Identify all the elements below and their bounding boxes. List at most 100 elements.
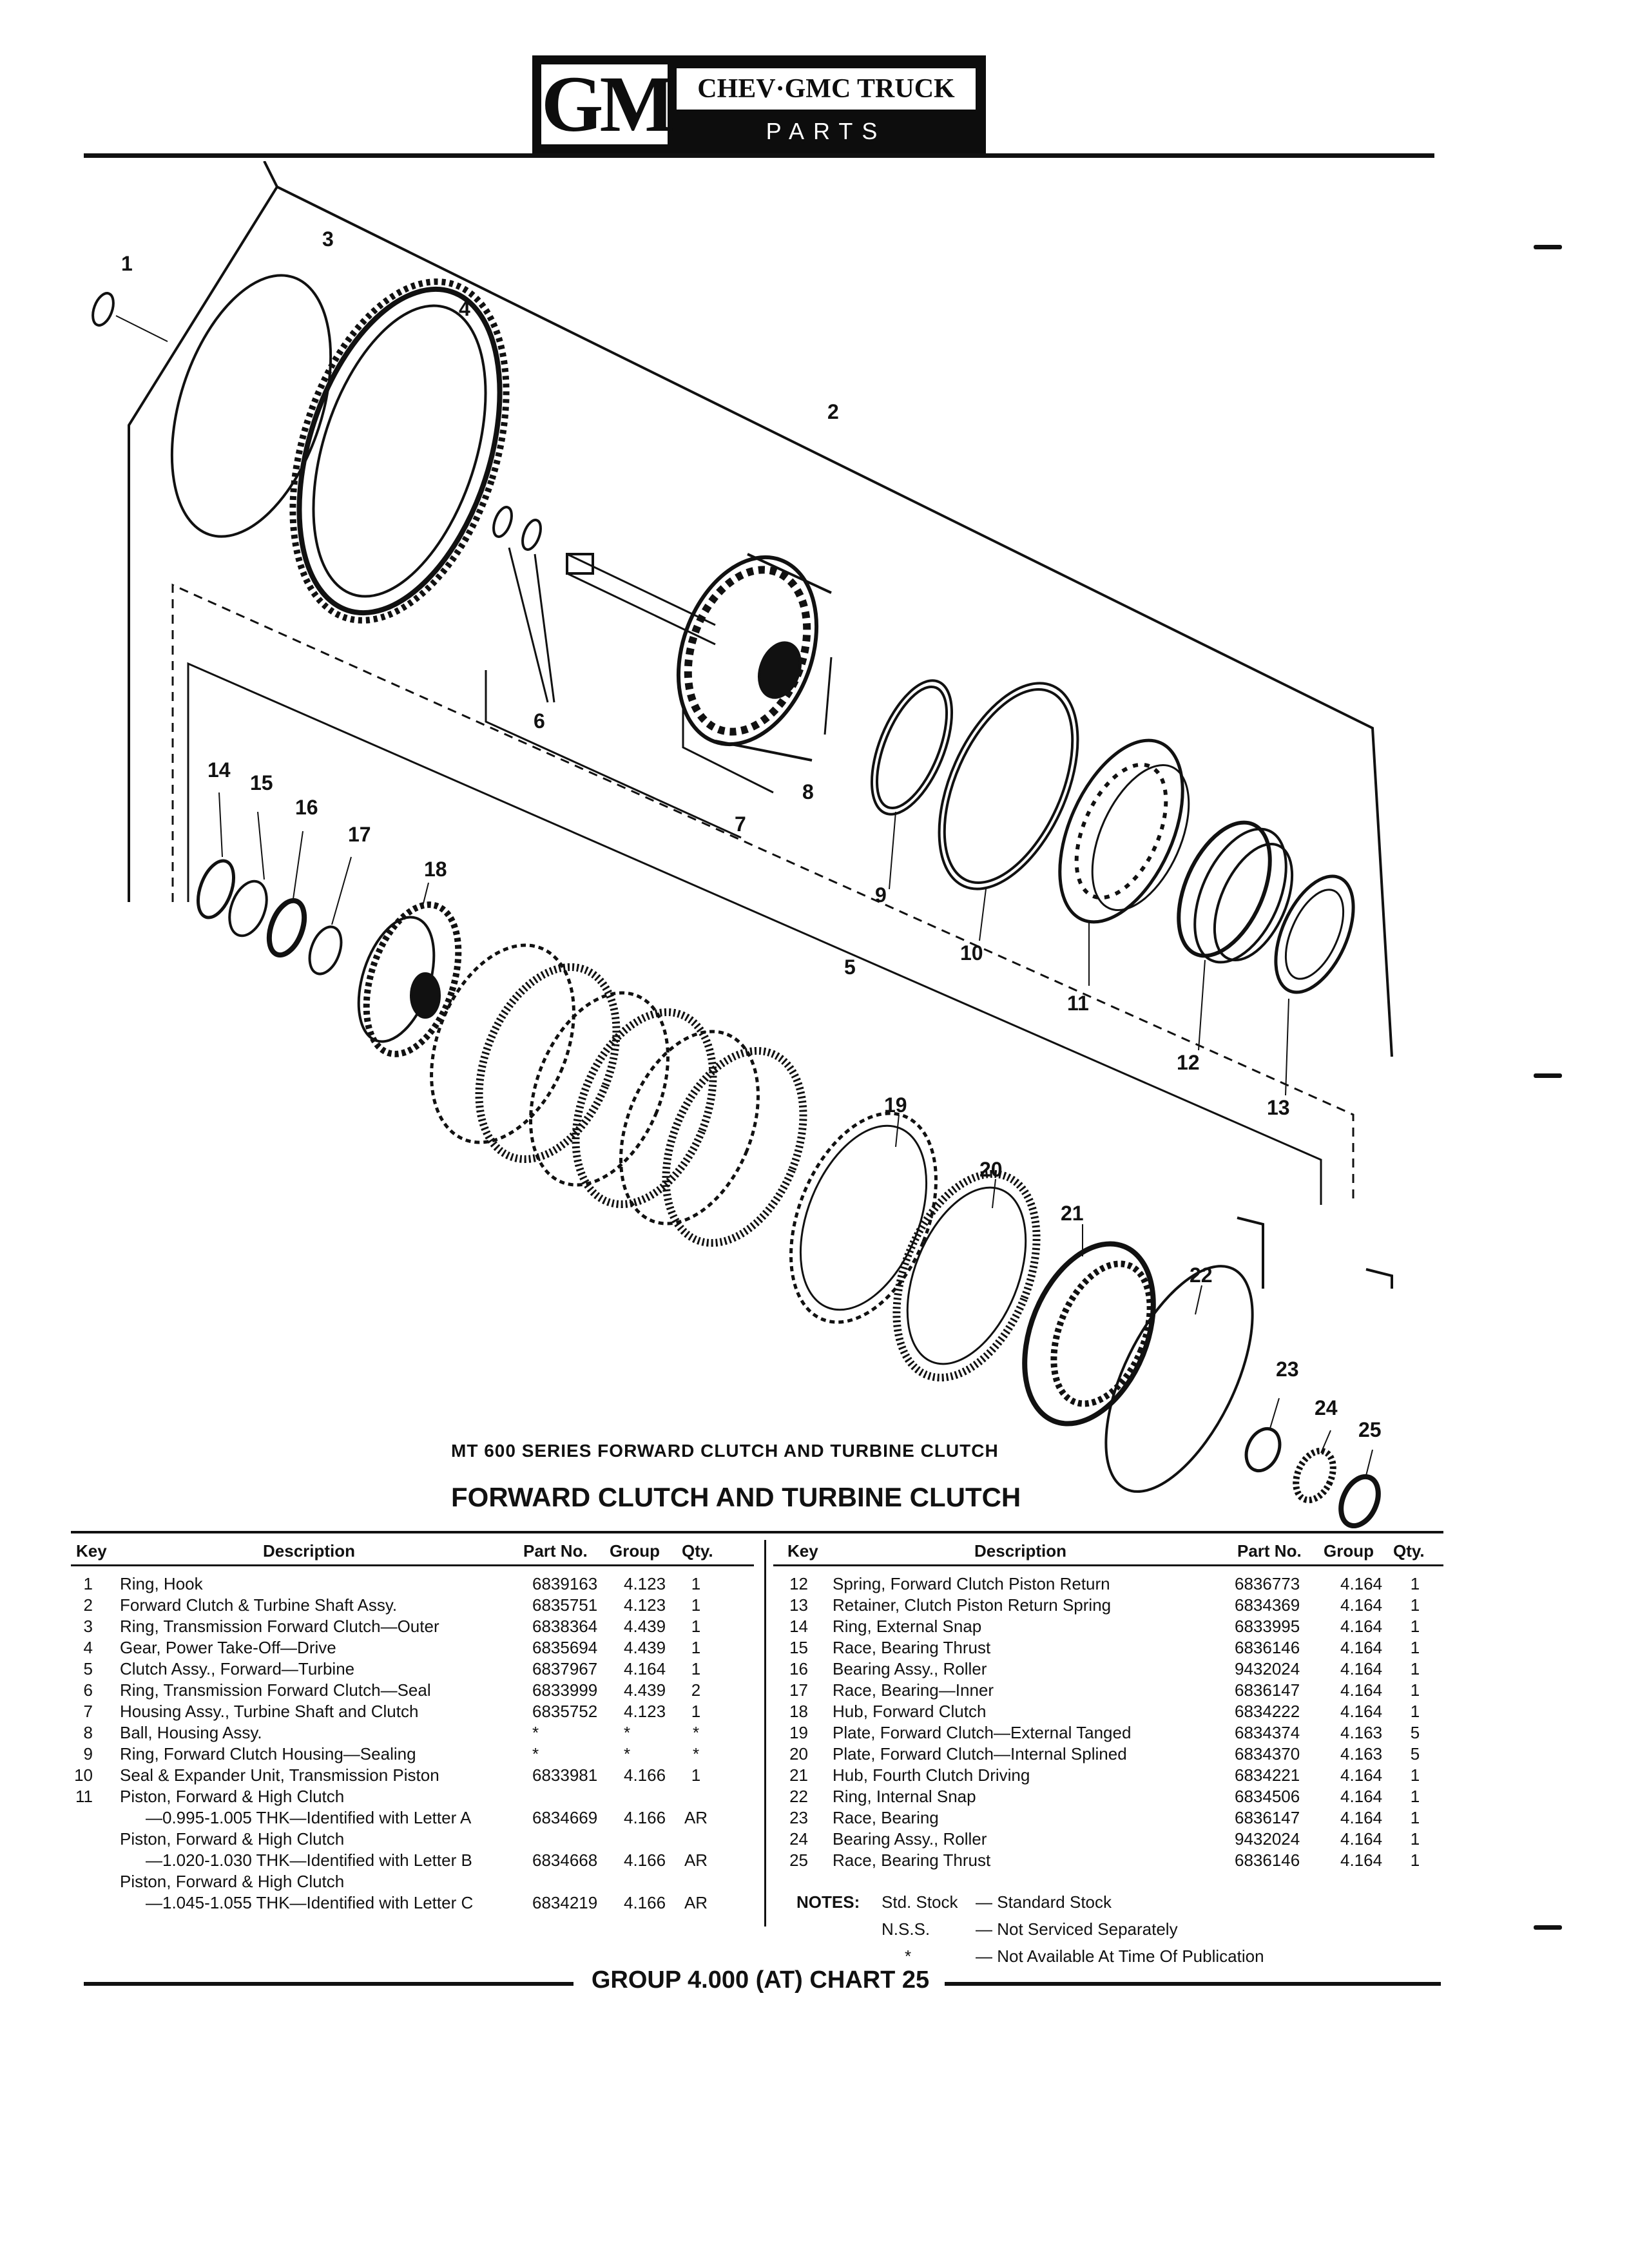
row-group: 4.164 [624,1659,666,1678]
row-description: Ring, Internal Snap [833,1787,976,1806]
row-description: Retainer, Clutch Piston Return Spring [833,1595,1112,1615]
table-row: 15 Race, Bearing Thrust 6836146 4.164 1 [780,1637,1450,1658]
row-qty: 5 [1410,1723,1420,1742]
header-rule [84,153,1434,158]
row-qty: 1 [1410,1638,1420,1657]
frame-line [128,185,1393,1057]
row-group: 4.164 [1340,1850,1383,1870]
row-qty: 1 [691,1638,701,1657]
header-qty: Qty. [1393,1541,1425,1561]
row-group: 4.164 [1340,1808,1383,1827]
row-group: 4.164 [1340,1659,1383,1678]
row-group: * [624,1744,631,1763]
note-term: Std. Stock [882,1892,958,1912]
row-group: 4.164 [1340,1829,1383,1849]
row-description: Hub, Fourth Clutch Driving [833,1765,1030,1785]
callout: 25 [1358,1418,1382,1441]
callout: 19 [884,1093,907,1117]
row-part-number: 9432024 [1235,1829,1300,1849]
row-part-number: 6834222 [1235,1702,1300,1721]
row-key: 14 [789,1617,808,1636]
catalogue-title: PARTS CATALOGUE [715,118,937,178]
row-key: 19 [789,1723,808,1742]
row-group: 4.164 [1340,1638,1383,1657]
row-description: Hub, Forward Clutch [833,1702,987,1721]
row-qty: 1 [1410,1617,1420,1636]
header-description: Description [263,1541,356,1561]
row-key: 15 [789,1638,808,1657]
row-description: Bearing Assy., Roller [833,1829,987,1849]
row-description: —0.995-1.005 THK—Identified with Letter … [146,1808,472,1827]
row-part-number: 6834369 [1235,1595,1300,1615]
row-part-number: 6834219 [532,1893,598,1912]
callout: 6 [534,709,545,733]
row-qty: 5 [1410,1744,1420,1763]
row-qty: 1 [1410,1829,1420,1849]
row-part-number: 6837967 [532,1659,598,1678]
row-qty: AR [684,1893,708,1912]
row-key: 8 [83,1723,93,1742]
note-definition: — Standard Stock [976,1892,1112,1912]
section-title: FORWARD CLUTCH AND TURBINE CLUTCH [451,1482,1021,1512]
row-qty: * [692,1723,700,1742]
row-description: Ring, Forward Clutch Housing—Sealing [120,1744,416,1763]
row-part-number: 6834221 [1235,1765,1300,1785]
row-description: Piston, Forward & High Clutch [120,1787,345,1806]
table-row: —1.045-1.055 THK—Identified with Letter … [64,1892,760,1914]
row-key: 22 [789,1787,808,1806]
row-qty: 1 [1410,1595,1420,1615]
row-description: Ring, Transmission Forward Clutch—Seal [120,1680,431,1700]
row-qty: 1 [691,1574,701,1593]
row-description: Race, Bearing [833,1808,939,1827]
row-part-number: 6833981 [532,1765,598,1785]
header-group: Group [1324,1541,1374,1561]
row-group: 4.164 [1340,1617,1383,1636]
row-description: Ring, Transmission Forward Clutch—Outer [120,1617,439,1636]
row-description: Ball, Housing Assy. [120,1723,262,1742]
row-description: Race, Bearing Thrust [833,1638,991,1657]
row-group: 4.164 [1340,1680,1383,1700]
callout: 22 [1190,1264,1213,1287]
chart-reference: GROUP 4.000 (AT) CHART 25 [591,1966,930,1994]
callout: 10 [960,941,983,965]
row-key: 3 [83,1617,93,1636]
callout: 3 [322,227,334,251]
brand-title: CHEV·GMC TRUCK [677,68,976,110]
row-description: Housing Assy., Turbine Shaft and Clutch [120,1702,419,1721]
row-part-number: 9432024 [1235,1659,1300,1678]
header-rule [71,1564,754,1566]
margin-mark [1534,245,1562,249]
row-part-number: 6834669 [532,1808,598,1827]
callout: 14 [207,758,231,782]
row-part-number: 6834370 [1235,1744,1300,1763]
row-qty: * [692,1744,700,1763]
row-part-number: 6836146 [1235,1638,1300,1657]
header-rule [773,1564,1443,1566]
callout: 2 [827,400,839,423]
row-group: 4.166 [624,1893,666,1912]
callout: 8 [802,780,814,803]
row-part-number: 6834668 [532,1850,598,1870]
row-qty: 2 [691,1680,701,1700]
row-description: —1.020-1.030 THK—Identified with Letter … [146,1850,472,1870]
header-group: Group [610,1541,660,1561]
notes-label: NOTES: [796,1892,860,1912]
header-description: Description [974,1541,1067,1561]
row-description: Ring, External Snap [833,1617,982,1636]
table-row: Piston, Forward & High Clutch [64,1829,760,1850]
row-group: 4.123 [624,1595,666,1615]
row-description: Ring, Hook [120,1574,203,1593]
footer-rule-left [84,1982,574,1986]
row-description: Spring, Forward Clutch Piston Return [833,1574,1110,1593]
callout: 16 [295,796,318,819]
row-qty: 1 [1410,1787,1420,1806]
row-qty: 1 [1410,1808,1420,1827]
